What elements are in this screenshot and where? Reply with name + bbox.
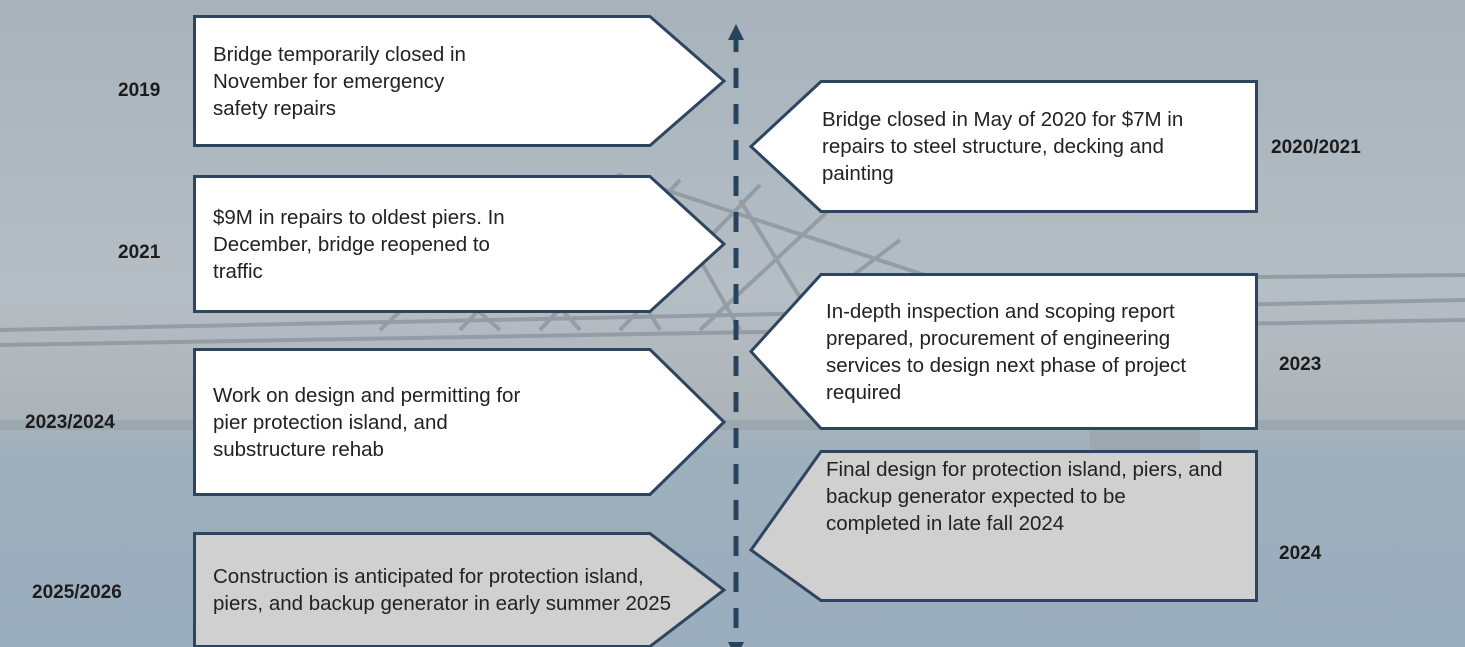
event-2024-box: Final design for protection island, pier… xyxy=(748,450,1258,602)
arrow-down-icon xyxy=(728,642,744,647)
year-label-2019: 2019 xyxy=(118,80,161,101)
event-2021-box: $9M in repairs to oldest piers. In Decem… xyxy=(193,175,727,313)
year-label-2021: 2021 xyxy=(118,242,161,263)
year-label-2024: 2024 xyxy=(1279,543,1322,564)
time-axis xyxy=(728,24,744,647)
year-label-2023-2024: 2023/2024 xyxy=(25,412,115,433)
event-description: Work on design and permitting for pier p… xyxy=(213,383,521,461)
event-description: Bridge closed in May of 2020 for $7M in … xyxy=(822,108,1184,185)
year-label-2020-2021: 2020/2021 xyxy=(1271,137,1361,158)
event-description: In-depth inspection and scoping report p… xyxy=(826,299,1187,404)
event-description: Final design for protection island, pier… xyxy=(826,457,1223,535)
event-description: Construction is anticipated for protecti… xyxy=(213,565,672,615)
event-2020-2021-box: Bridge closed in May of 2020 for $7M in … xyxy=(748,80,1258,213)
event-2023-2024-box: Work on design and permitting for pier p… xyxy=(193,348,727,496)
event-description: $9M in repairs to oldest piers. In Decem… xyxy=(213,205,505,283)
year-label-2023: 2023 xyxy=(1279,354,1322,375)
arrow-up-icon xyxy=(728,24,744,40)
event-2025-2026-box: Construction is anticipated for protecti… xyxy=(193,532,727,647)
year-label-2025-2026: 2025/2026 xyxy=(32,582,122,603)
event-2023-box: In-depth inspection and scoping report p… xyxy=(748,273,1258,430)
event-2019-box: Bridge temporarily closed in November fo… xyxy=(193,15,727,147)
event-description: Bridge temporarily closed in November fo… xyxy=(213,42,466,120)
